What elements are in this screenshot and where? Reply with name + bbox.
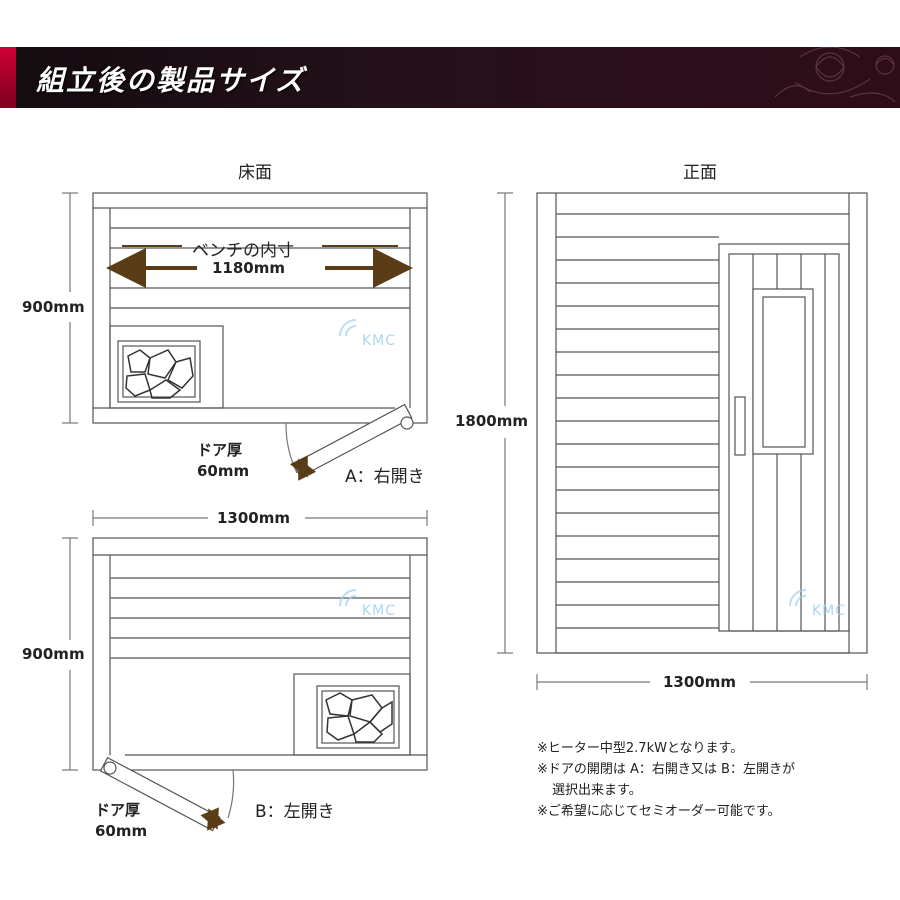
notes: ※ヒーター中型2.7kWとなります。 ※ドアの開閉は A：右開き又は B：左開き… bbox=[537, 738, 795, 822]
door-b-thickness-label: ドア厚 bbox=[95, 801, 141, 819]
door-handle bbox=[734, 396, 746, 456]
door-thickness-marker-a bbox=[289, 455, 317, 481]
front-wall-slats bbox=[556, 213, 849, 629]
floor-view-title: 床面 bbox=[238, 163, 272, 183]
door-a-thickness-value: 60mm bbox=[197, 462, 250, 480]
floor-plan-a bbox=[92, 192, 428, 478]
floor-depth-top: 900mm bbox=[22, 298, 85, 316]
peony-ornament-icon bbox=[774, 47, 896, 103]
watermark-text: KMC bbox=[362, 603, 397, 619]
door-b-thickness-value: 60mm bbox=[95, 822, 148, 840]
door-a-opening: A：右開き bbox=[345, 467, 425, 487]
bench-width: 1180mm bbox=[212, 259, 286, 277]
note-item: ※ご希望に応じてセミオーダー可能です。 bbox=[537, 804, 781, 819]
dimension-lines bbox=[62, 192, 868, 771]
page-title: 組立後の製品サイズ bbox=[36, 64, 306, 97]
door-a-thickness-label: ドア厚 bbox=[197, 441, 243, 459]
door-b-opening: B：左開き bbox=[255, 802, 335, 822]
watermark-icon bbox=[339, 319, 807, 607]
watermark-text: KMC bbox=[812, 603, 847, 619]
floor-plan-b bbox=[92, 537, 428, 832]
note-item: ※ヒーター中型2.7kWとなります。 bbox=[537, 741, 744, 756]
watermark-text: KMC bbox=[362, 333, 397, 349]
front-view bbox=[536, 192, 868, 654]
note-item: 選択出来ます。 bbox=[552, 783, 642, 798]
front-view-title: 正面 bbox=[683, 163, 717, 183]
note-item: ※ドアの開閉は A：右開き又は B：左開きが bbox=[537, 762, 795, 777]
front-height: 1800mm bbox=[455, 412, 529, 430]
header-banner: 組立後の製品サイズ bbox=[0, 47, 900, 108]
floor-plan-a-outline bbox=[92, 192, 428, 424]
floor-width: 1300mm bbox=[217, 509, 291, 527]
door-thickness-marker-b bbox=[200, 807, 226, 831]
front-width: 1300mm bbox=[663, 673, 737, 691]
floor-plan-b-outline bbox=[92, 537, 428, 771]
floor-depth-bottom: 900mm bbox=[22, 645, 85, 663]
front-view-outline bbox=[536, 192, 868, 654]
bench-label: ベンチの内寸 bbox=[192, 241, 294, 261]
banner-accent bbox=[0, 47, 16, 108]
